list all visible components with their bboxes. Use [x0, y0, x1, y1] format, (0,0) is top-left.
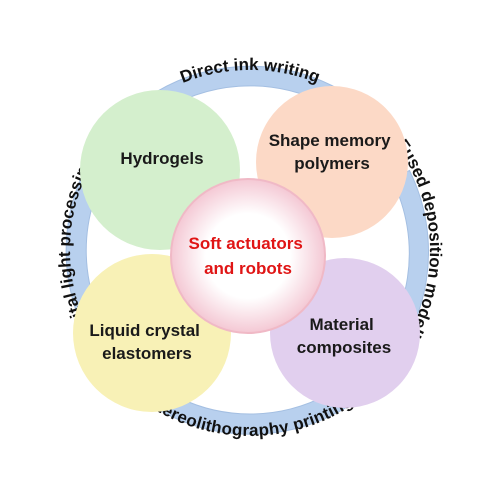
label-liquid-crystal-elastomers: Liquid crystal elastomers	[89, 321, 204, 363]
label-shape-memory-polymers: Shape memory polymers	[269, 131, 396, 173]
center-hub: Soft actuators and robots	[170, 178, 326, 334]
label-hydrogels: Hydrogels	[120, 149, 203, 168]
petal-labels: Hydrogels Shape memory polymers Liquid c…	[89, 131, 396, 363]
center-label: Soft actuators and robots	[188, 234, 307, 278]
label-material-composites: Material composites	[297, 315, 391, 357]
center-circle	[170, 178, 326, 334]
